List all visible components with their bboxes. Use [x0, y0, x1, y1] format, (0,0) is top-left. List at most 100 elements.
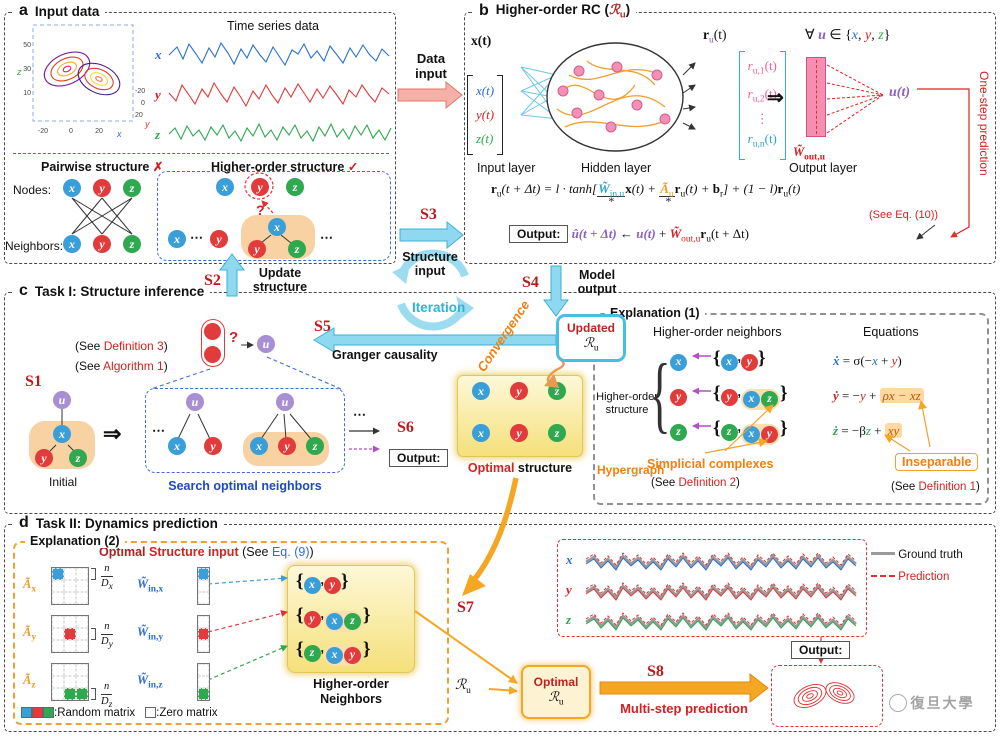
pred-y-label: y — [566, 582, 572, 597]
see-algorithm-1: (See Algorithm 1) — [75, 359, 168, 373]
a-tilde-x-label: Ãx — [23, 577, 37, 595]
series-y-label: y — [155, 87, 161, 102]
cross-icon: ✗ — [152, 160, 164, 174]
lorenz-eq-x: ẋ = σ(−x + y) — [833, 353, 902, 368]
ellipsis: ⋯ — [320, 230, 333, 245]
optimal-top-z: z — [548, 382, 566, 400]
block-bracket-z — [91, 688, 96, 700]
explanation-1-box: Explanation (1) Higher-order neighbors E… — [593, 306, 989, 505]
panel-b-network-graphic — [520, 42, 970, 240]
optimal-top-y: y — [510, 382, 528, 400]
w-in-x-column — [197, 567, 210, 605]
inference-question-mark: ? — [229, 329, 239, 346]
svg-text:-20: -20 — [38, 128, 48, 135]
update-structure-label: Update structure — [252, 266, 308, 295]
implies-arrow: ⇒ — [103, 421, 122, 446]
output-layer-divider — [816, 60, 817, 134]
initial-y: y — [35, 449, 53, 467]
svg-text:20: 20 — [95, 128, 103, 135]
svg-text:z: z — [16, 67, 22, 77]
node-y: y — [93, 179, 111, 197]
ho-blob-z: z — [288, 240, 306, 258]
w-in-y-column — [197, 615, 210, 653]
input-vector-label: x(t) — [471, 33, 492, 48]
reservoir-state-vector: ru,1(t) ru,2(t) ⋮ ru,n(t) — [738, 51, 787, 160]
block-bracket-y — [91, 628, 96, 640]
step-s2: S2 — [204, 272, 221, 289]
structure-input-label: Structure input — [402, 250, 458, 279]
w-in-term: W̃in,u* — [597, 181, 626, 208]
neighbor-row-x: x{x,y} — [670, 349, 765, 371]
optimal-bottom-z: z — [548, 424, 566, 442]
panel-a-graphic: 50 30 10 -20 0 20 20 0 -20 z x y — [16, 24, 392, 259]
r-entry-2: ru,2(t) — [747, 85, 777, 105]
one-step-prediction-label: One-step prediction — [977, 71, 991, 176]
purple-arrow-icon — [692, 387, 711, 395]
adjacency-matrix-y — [51, 615, 89, 653]
panel-a-letter: a — [19, 2, 28, 19]
search-u2: u — [276, 393, 294, 411]
neighbor-y: y — [93, 235, 111, 253]
row-z-target: z — [670, 423, 687, 441]
a-tilde-z-label: Ãz — [23, 673, 36, 691]
prediction-series-box: x y z — [557, 539, 867, 637]
lorenz-eq-y: ẏ = −y + ρx − xz — [833, 388, 924, 404]
adjacency-matrix-x — [51, 567, 89, 605]
panel-b-letter: b — [479, 2, 489, 20]
svg-text:0: 0 — [141, 100, 145, 107]
r-entry-n: ru,n(t) — [747, 131, 777, 150]
optimal-structure-label: Optimal structure — [467, 461, 573, 475]
structure-output-label-box: Output: — [389, 449, 449, 467]
ellipsis: ⋯ — [353, 407, 366, 422]
ho-top-z: z — [286, 178, 304, 196]
predicted-attractor-box — [771, 665, 883, 727]
zero-matrix-swatch — [145, 707, 157, 718]
initial-u: u — [53, 391, 71, 409]
check-icon: ✓ — [347, 160, 359, 174]
r-vector-label: ru(t) — [703, 27, 727, 46]
search-y1: y — [204, 437, 222, 455]
updated-ru: ℛu — [583, 334, 599, 354]
panel-a-divider — [13, 153, 389, 154]
higher-order-neighbors-heading: Higher-order neighbors — [653, 325, 782, 339]
step-s7: S7 — [457, 599, 474, 616]
watermark-text: 復旦大學 — [910, 697, 975, 712]
university-seal-icon — [889, 694, 907, 712]
input-vector-y: y(t) — [476, 107, 495, 123]
series-z-label: z — [155, 127, 161, 142]
watermark: 復旦大學 — [889, 693, 974, 713]
ho-top-y: y — [251, 178, 269, 196]
ho-bottom-y: y — [210, 230, 228, 248]
output-layer-label: Output layer — [789, 161, 858, 175]
random-matrix-swatch-blue — [21, 707, 32, 718]
optimal-bottom-y: y — [510, 424, 528, 442]
legend-ground-truth: Ground truth — [871, 549, 963, 561]
search-z2: z — [306, 437, 324, 455]
block-bracket-x — [91, 568, 96, 580]
w-in-z-column — [197, 663, 210, 701]
row-y-target: y — [670, 388, 687, 406]
explanation-2-box: Explanation (2) Optimal Structure input … — [13, 534, 449, 725]
w-in-x-label: W̃in,x — [137, 577, 164, 595]
data-input-label: Data input — [415, 51, 447, 81]
output-equation: Output: û(t + Δt) ← u(t) + W̃out,uru(t +… — [509, 225, 749, 245]
pred-z-label: z — [566, 612, 572, 627]
see-definition-3: (See Definition 3) — [75, 339, 168, 353]
see-eq-10: (See Eq. (10)) — [869, 209, 939, 221]
ho-top-x: x — [216, 178, 234, 196]
multi-step-prediction-label: Multi-step prediction — [620, 701, 748, 716]
purple-arrow-icon — [692, 352, 711, 360]
